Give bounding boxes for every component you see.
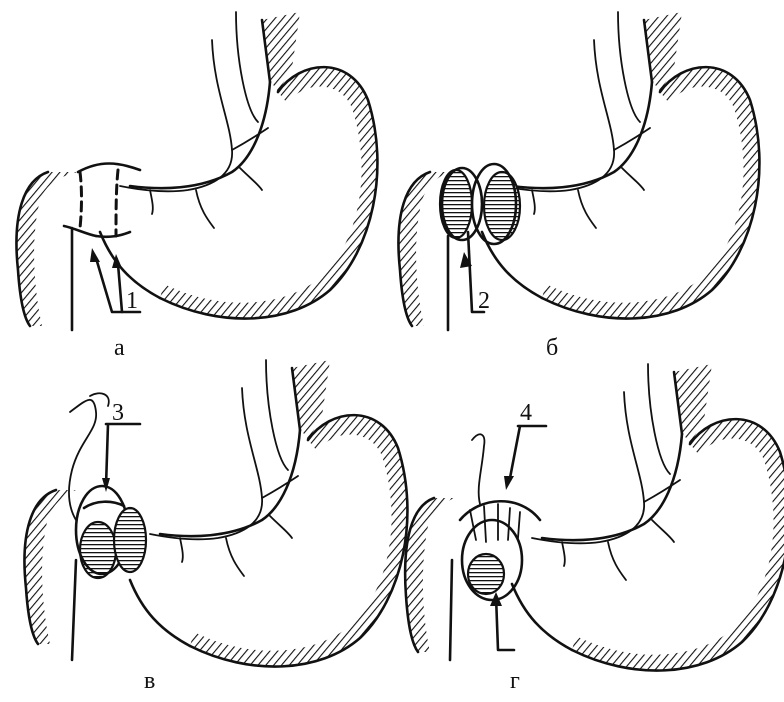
label-1: 1 xyxy=(126,288,138,314)
panel-letter-a: а xyxy=(114,335,125,361)
panel-a: 1 а xyxy=(16,12,377,361)
label-3: 3 xyxy=(112,400,124,426)
panel-letter-g: г xyxy=(510,668,520,694)
panel-g: 4 г xyxy=(405,364,784,694)
panel-letter-v: в xyxy=(144,668,155,694)
label-4: 4 xyxy=(520,400,532,426)
panel-b: 2 б xyxy=(398,12,759,361)
panel-v: 3 в xyxy=(24,360,407,694)
label-2: 2 xyxy=(478,288,490,314)
panel-letter-b: б xyxy=(546,335,558,361)
